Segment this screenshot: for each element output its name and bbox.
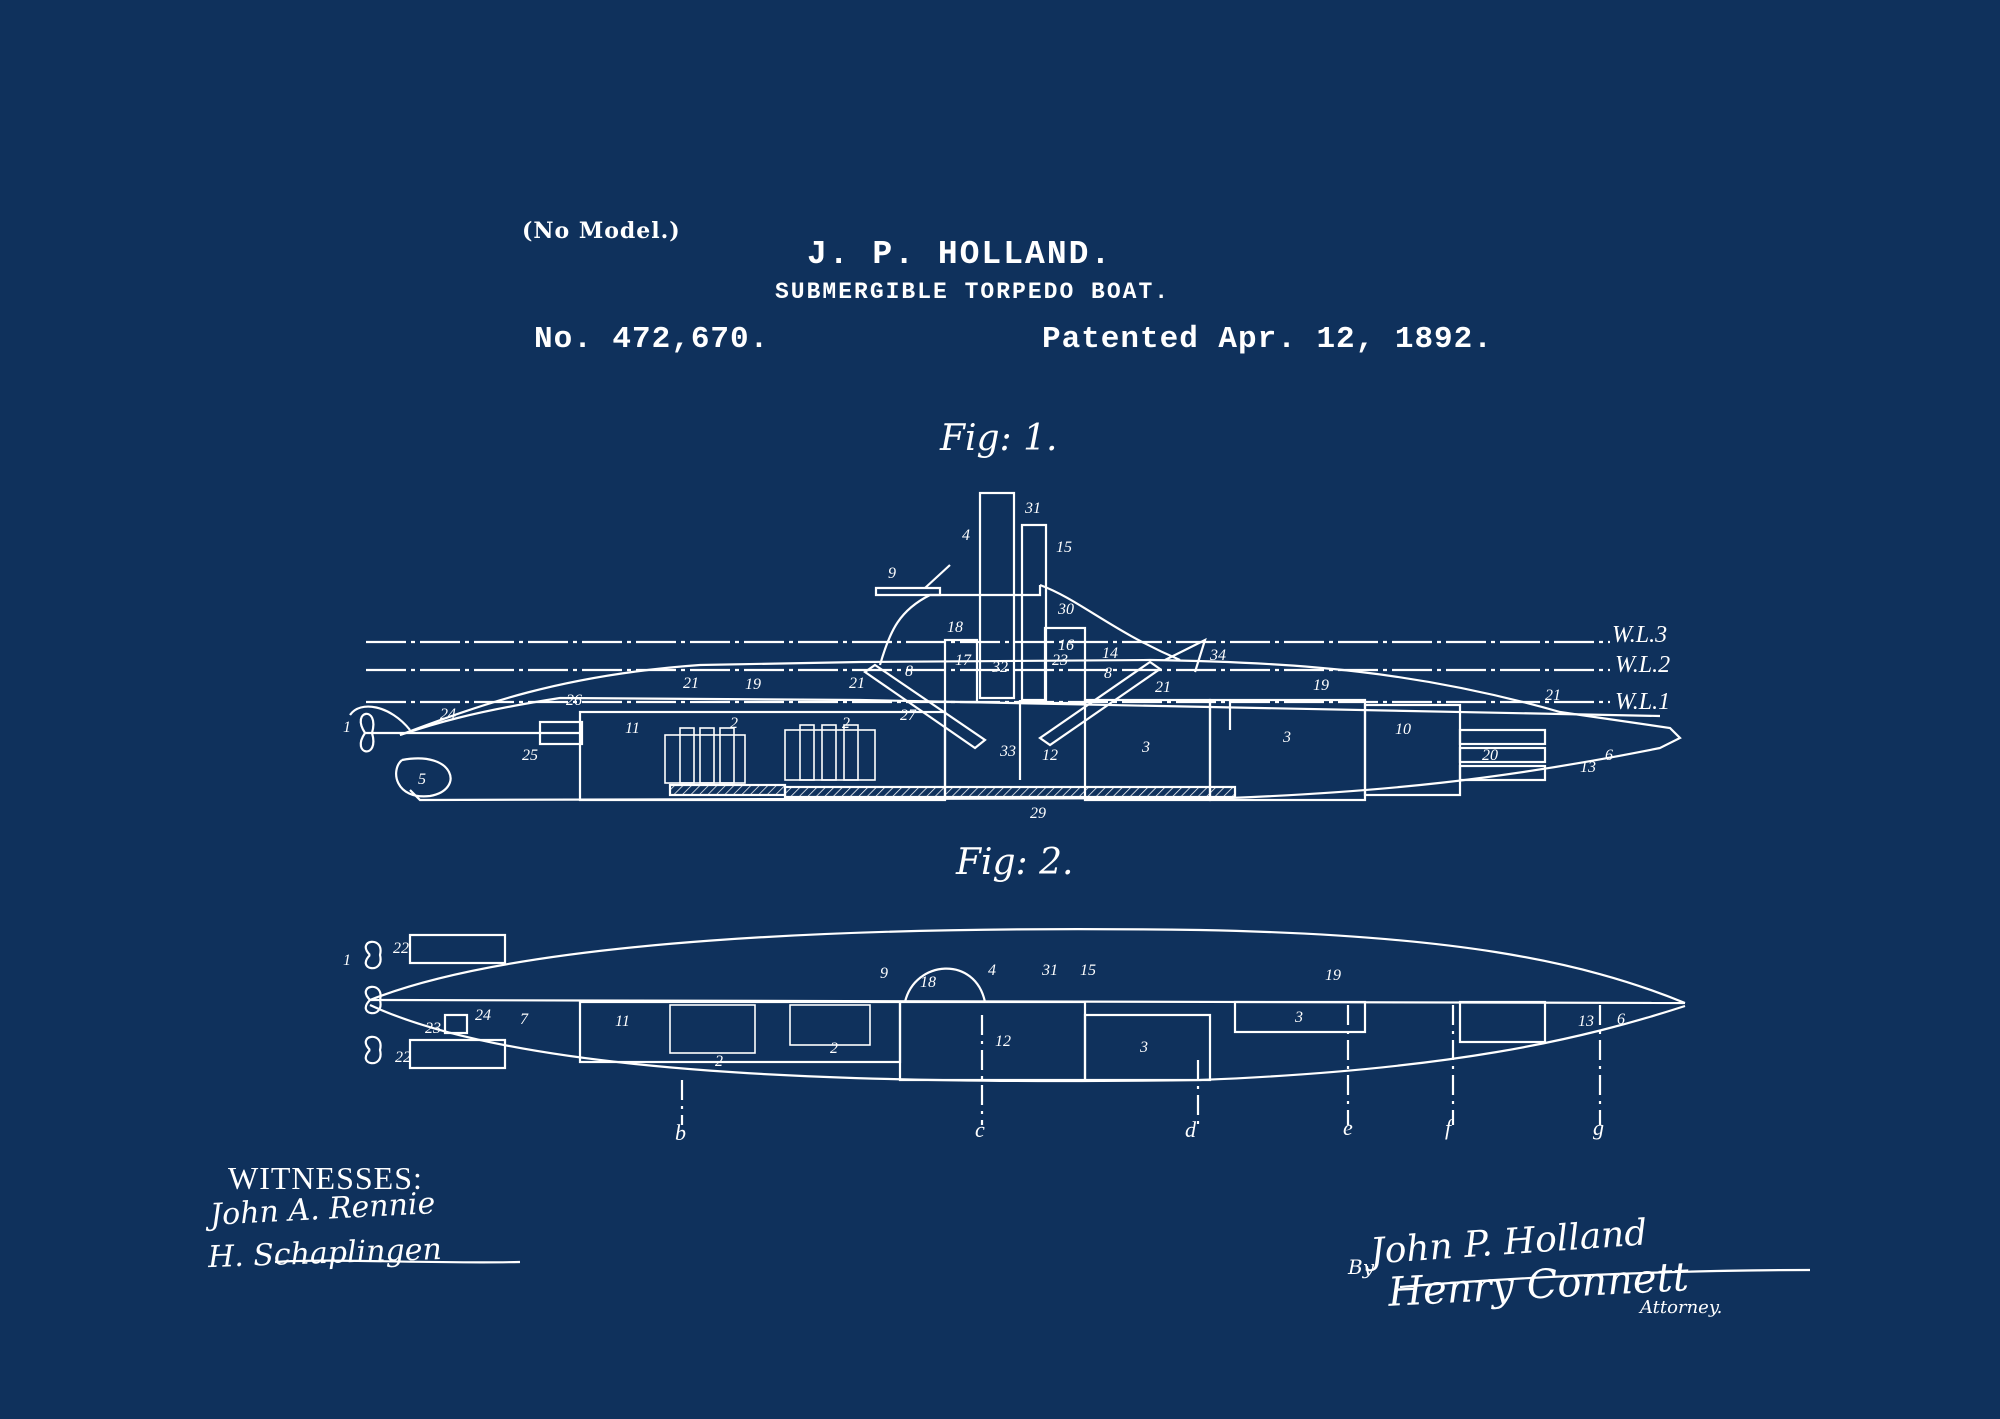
- svg-text:9: 9: [888, 565, 896, 582]
- svg-text:11: 11: [615, 1013, 630, 1030]
- svg-text:2: 2: [715, 1053, 723, 1070]
- svg-text:d: d: [1185, 1117, 1197, 1142]
- svg-text:30: 30: [1057, 601, 1074, 618]
- svg-text:3: 3: [1141, 739, 1150, 756]
- svg-text:4: 4: [988, 962, 996, 979]
- svg-text:26: 26: [566, 692, 582, 709]
- svg-text:2: 2: [730, 715, 738, 732]
- svg-text:1: 1: [343, 952, 351, 969]
- svg-text:16: 16: [1058, 637, 1074, 654]
- svg-text:3: 3: [1294, 1009, 1303, 1026]
- svg-text:c: c: [975, 1117, 985, 1142]
- svg-text:31: 31: [1041, 962, 1058, 979]
- conning-tower: [978, 491, 1016, 700]
- fig2-label: Fig: 2.: [956, 842, 1074, 883]
- hull-outline: [399, 658, 1682, 802]
- patent-title: SUBMERGIBLE TORPEDO BOAT.: [775, 279, 1171, 305]
- fig2-plan-view: [364, 928, 1686, 1125]
- svg-text:31: 31: [1024, 500, 1041, 517]
- svg-text:4: 4: [962, 527, 970, 544]
- svg-text:3: 3: [1139, 1039, 1148, 1056]
- waterline-label-3: W.L.3: [1612, 622, 1667, 648]
- svg-text:12: 12: [995, 1033, 1011, 1050]
- inventor-name: J. P. HOLLAND.: [807, 236, 1113, 273]
- svg-text:6: 6: [1617, 1011, 1625, 1028]
- svg-text:11: 11: [625, 720, 640, 737]
- svg-text:g: g: [1593, 1115, 1604, 1140]
- svg-text:19: 19: [745, 676, 761, 693]
- svg-text:9: 9: [880, 965, 888, 982]
- svg-text:18: 18: [947, 619, 963, 636]
- svg-text:1: 1: [343, 719, 351, 736]
- svg-text:18: 18: [920, 974, 936, 991]
- deck-line: [399, 696, 1661, 737]
- svg-text:14: 14: [1102, 645, 1118, 662]
- svg-text:e: e: [1343, 1115, 1353, 1140]
- witnesses-label: WITNESSES:: [228, 1160, 423, 1196]
- svg-text:2: 2: [842, 715, 850, 732]
- compartment-3b: [1208, 698, 1367, 802]
- svg-text:19: 19: [1313, 677, 1329, 694]
- attorney-label: Attorney.: [1640, 1297, 1723, 1318]
- svg-text:29: 29: [1030, 805, 1046, 822]
- fig1-side-elevation: [349, 491, 1682, 802]
- rudder: [395, 757, 452, 798]
- svg-text:17: 17: [955, 652, 972, 669]
- svg-text:33: 33: [999, 743, 1016, 760]
- svg-text:f: f: [1445, 1115, 1454, 1140]
- plan-conning-tower: [903, 967, 987, 1003]
- by-label: By: [1348, 1255, 1374, 1279]
- signature-flourishes: [274, 1259, 1811, 1289]
- svg-text:34: 34: [1209, 647, 1226, 664]
- svg-text:25: 25: [522, 747, 538, 764]
- patent-date: Patented Apr. 12, 1892.: [1042, 322, 1493, 357]
- svg-text:3: 3: [1282, 729, 1291, 746]
- svg-text:24: 24: [440, 706, 456, 723]
- svg-text:19: 19: [1325, 967, 1341, 984]
- svg-text:7: 7: [520, 1011, 529, 1028]
- svg-text:21: 21: [1545, 687, 1561, 704]
- svg-text:23: 23: [425, 1020, 441, 1037]
- svg-text:2: 2: [830, 1040, 838, 1057]
- svg-text:20: 20: [1482, 747, 1498, 764]
- svg-text:22: 22: [393, 940, 409, 957]
- svg-text:21: 21: [683, 675, 699, 692]
- svg-text:15: 15: [1056, 539, 1072, 556]
- svg-text:b: b: [675, 1120, 686, 1145]
- svg-text:21: 21: [849, 675, 865, 692]
- svg-text:5: 5: [418, 771, 426, 788]
- svg-text:32: 32: [991, 659, 1008, 676]
- no-model-note: (No Model.): [522, 218, 681, 244]
- waterline-label-2: W.L.2: [1615, 652, 1670, 678]
- section-letter-labels: b c d e f g: [675, 1115, 1604, 1145]
- propeller-fig1: [359, 712, 375, 753]
- svg-text:22: 22: [395, 1049, 411, 1066]
- svg-text:24: 24: [475, 1007, 491, 1024]
- svg-text:8: 8: [1104, 665, 1112, 682]
- rudder-lower: [408, 1038, 507, 1070]
- rudder-upper: [408, 933, 507, 965]
- svg-text:27: 27: [900, 707, 917, 724]
- patent-number: No. 472,670.: [534, 322, 770, 357]
- svg-text:13: 13: [1580, 759, 1596, 776]
- fig1-label: Fig: 1.: [940, 418, 1058, 459]
- svg-text:23: 23: [1052, 652, 1068, 669]
- svg-text:15: 15: [1080, 962, 1096, 979]
- svg-text:10: 10: [1395, 721, 1411, 738]
- ventilator: [1020, 523, 1048, 702]
- svg-text:12: 12: [1042, 747, 1058, 764]
- svg-text:6: 6: [1605, 747, 1613, 764]
- plan-upper-outline: [369, 928, 1686, 1005]
- waterline-label-1: W.L.1: [1615, 689, 1670, 715]
- svg-text:8: 8: [905, 663, 913, 680]
- svg-text:21: 21: [1155, 679, 1171, 696]
- svg-text:13: 13: [1578, 1013, 1594, 1030]
